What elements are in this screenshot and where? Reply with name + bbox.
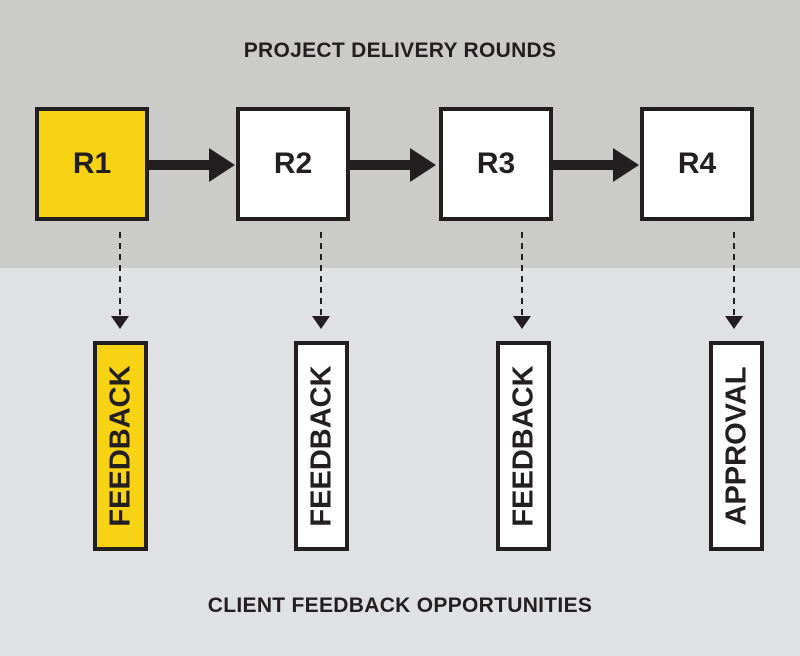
outcome-label-r4: APPROVAL <box>720 366 752 526</box>
outcome-card-r4: APPROVAL <box>709 341 764 551</box>
outcome-card-r1: FEEDBACK <box>93 341 148 551</box>
round-label-r1: R1 <box>72 147 112 180</box>
arrow-r1-to-r2 <box>149 148 235 182</box>
dashed-arrow-r1 <box>111 232 129 329</box>
outcome-card-r3: FEEDBACK <box>496 341 551 551</box>
diagram-title: PROJECT DELIVERY ROUNDS <box>243 39 557 62</box>
arrow-r3-to-r4 <box>553 148 639 182</box>
round-box-r3: R3 <box>439 107 553 221</box>
outcome-label-r2: FEEDBACK <box>305 365 337 527</box>
round-box-r2: R2 <box>236 107 350 221</box>
round-label-r3: R3 <box>476 147 516 180</box>
dashed-arrow-r2 <box>312 232 330 329</box>
outcome-label-r1: FEEDBACK <box>104 365 136 527</box>
round-box-r1: R1 <box>35 107 149 221</box>
round-label-r2: R2 <box>273 147 313 180</box>
round-label-r4: R4 <box>677 147 717 180</box>
dashed-arrow-r4 <box>725 232 743 329</box>
dashed-arrow-r3 <box>513 232 531 329</box>
outcome-label-r3: FEEDBACK <box>507 365 539 527</box>
arrow-r2-to-r3 <box>350 148 436 182</box>
outcome-card-r2: FEEDBACK <box>294 341 349 551</box>
round-box-r4: R4 <box>640 107 754 221</box>
diagram-footer: CLIENT FEEDBACK OPPORTUNITIES <box>207 594 593 617</box>
